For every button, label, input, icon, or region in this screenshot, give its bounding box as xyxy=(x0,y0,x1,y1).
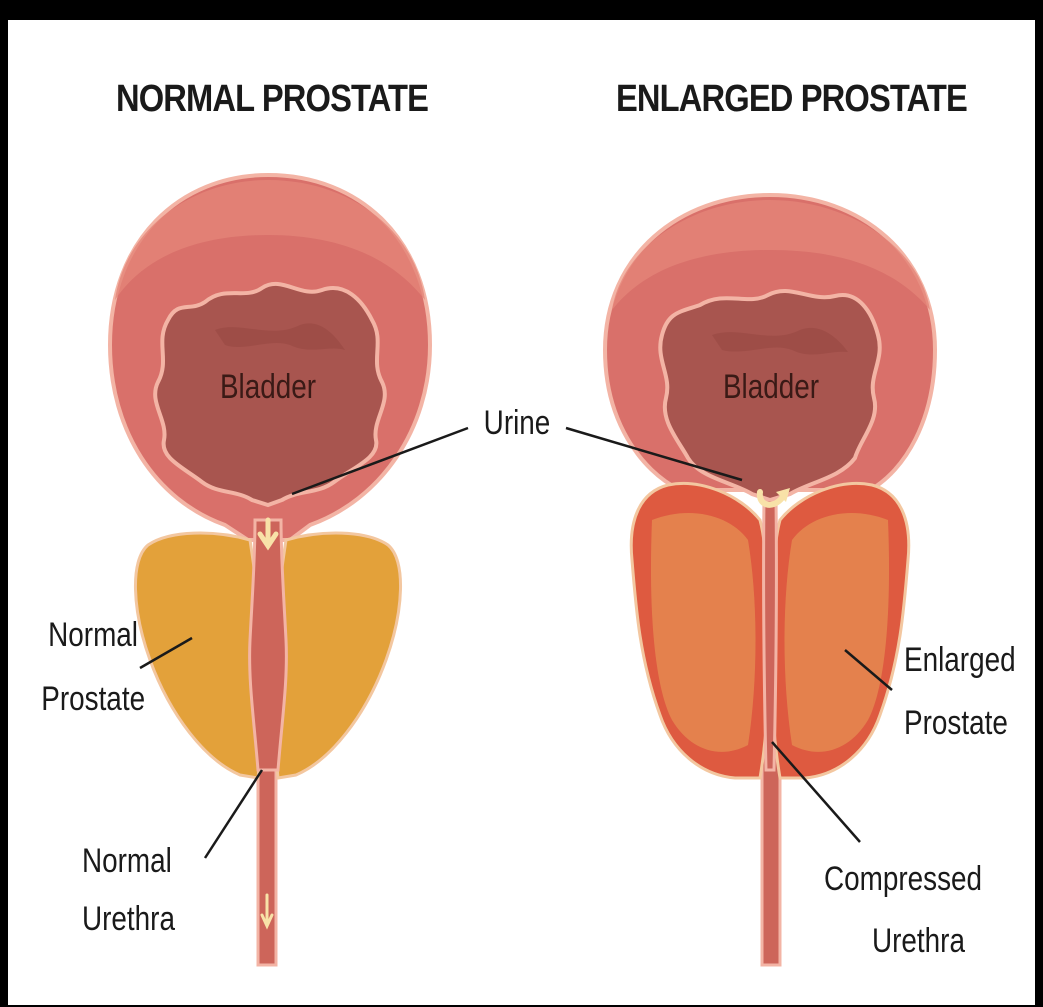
normal-prostate-right-lobe xyxy=(276,533,401,778)
leader-normal-urethra xyxy=(205,770,262,858)
title-enlarged-prostate: ENLARGED PROSTATE xyxy=(616,78,967,121)
label-compressed-urethra-line1: Compressed xyxy=(824,856,982,902)
label-normal-urethra-line2: Urethra xyxy=(82,896,175,942)
label-bladder-right: Bladder xyxy=(714,368,829,407)
normal-prostate-left-lobe xyxy=(135,533,260,778)
label-enlarged-prostate-line2: Prostate xyxy=(904,700,1008,746)
compressed-urethra-tube xyxy=(762,755,780,965)
label-compressed-urethra-line2: Urethra xyxy=(872,918,965,964)
title-normal-prostate: NORMAL PROSTATE xyxy=(116,78,428,121)
label-bladder-left: Bladder xyxy=(211,368,326,407)
normal-urethra-prostatic xyxy=(250,520,287,770)
label-normal-prostate-line2: Prostate xyxy=(41,676,138,722)
compressed-urethra-prostatic xyxy=(764,500,777,770)
label-normal-prostate-line1: Normal xyxy=(41,612,138,658)
label-urine: Urine xyxy=(472,400,562,446)
normal-urethra-tube xyxy=(258,760,276,965)
label-normal-urethra-line1: Normal xyxy=(82,838,172,884)
label-enlarged-prostate-line1: Enlarged xyxy=(904,637,1016,683)
enlarged-prostate-group xyxy=(605,195,935,965)
